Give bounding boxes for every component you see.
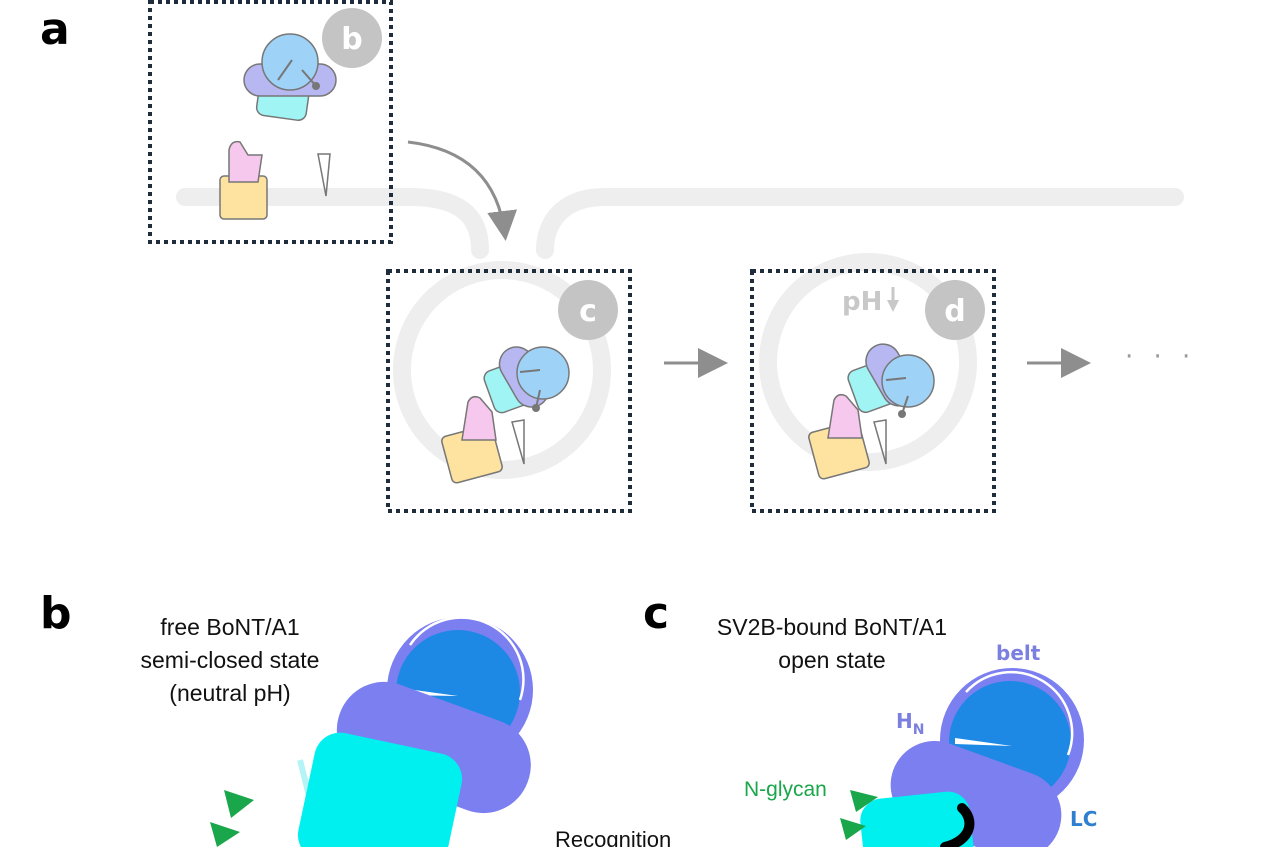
ph-down-arrow <box>887 287 899 312</box>
badge-d-text: d <box>944 294 965 329</box>
panel-b-caption-1: free BoNT/A1 <box>160 614 299 640</box>
badge-c <box>558 280 618 340</box>
ellipsis: · · · <box>1125 342 1196 372</box>
ph-label: pH <box>842 287 882 317</box>
badge-d <box>925 280 985 340</box>
badge-b <box>322 8 382 68</box>
arrow-b-to-c <box>407 140 518 241</box>
toxin-large-c <box>860 668 1084 847</box>
glycan-b <box>210 790 254 847</box>
receptor-free <box>219 140 331 220</box>
box-c <box>386 269 632 513</box>
toxin-large-b <box>297 616 533 847</box>
label-hn-main: H <box>896 709 913 733</box>
panel-label-c: c <box>643 588 669 639</box>
toxin-free <box>243 33 337 122</box>
badge-b-text: b <box>341 22 362 57</box>
toxin-bound-d <box>808 343 935 480</box>
panel-b-caption-2: semi-closed state <box>141 647 320 673</box>
box-d <box>750 269 996 513</box>
panel-c-caption-1: SV2B-bound BoNT/A1 <box>717 614 947 640</box>
recognition-text: Recognition <box>555 827 671 847</box>
membrane <box>176 188 1184 479</box>
label-hn: HN <box>896 709 924 738</box>
panel-b-caption-3: (neutral pH) <box>169 680 290 706</box>
panel-label-a: a <box>40 4 70 55</box>
label-lc: LC <box>1070 807 1097 831</box>
label-hn-sub: N <box>913 722 925 738</box>
box-b <box>148 0 393 244</box>
toxin-bound-c <box>441 346 570 484</box>
label-nglycan: N-glycan <box>744 778 827 801</box>
glycan-c <box>840 790 878 840</box>
panel-label-b: b <box>40 588 72 639</box>
label-belt: belt <box>996 641 1041 665</box>
badge-c-text: c <box>579 294 597 329</box>
panel-c-caption-2: open state <box>778 647 885 673</box>
